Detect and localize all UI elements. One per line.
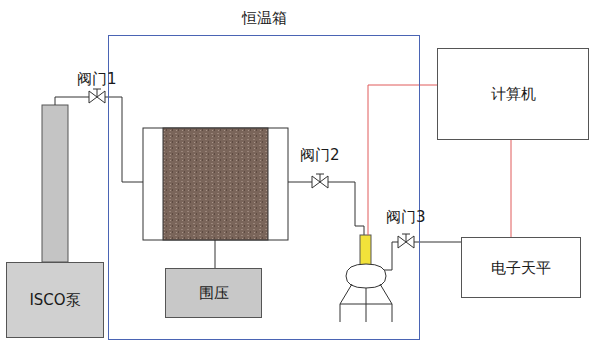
signal-wire xyxy=(368,85,437,235)
thermostat-frame: 恒温箱围压 xyxy=(108,35,420,340)
valve-label: 阀门3 xyxy=(386,208,426,226)
isco-cylinder xyxy=(42,105,68,262)
signal-wire xyxy=(511,140,512,237)
box-label: 电子天平 xyxy=(491,259,551,277)
inlet-pipe xyxy=(55,97,89,105)
outlet-pipe xyxy=(328,182,364,235)
pump-box: ISCO泵 xyxy=(6,262,104,338)
confining-line xyxy=(215,240,216,268)
frame-title: 恒温箱 xyxy=(109,9,419,27)
valve-label: 阀门1 xyxy=(77,70,117,88)
inlet-pipe xyxy=(105,97,143,182)
box-label: 围压 xyxy=(199,284,229,302)
vessel-stand xyxy=(340,284,392,322)
box-label: 计算机 xyxy=(491,85,536,103)
balance-box: 电子天平 xyxy=(461,237,581,298)
valve-symbol xyxy=(89,89,105,103)
core-holder xyxy=(143,128,288,240)
balance-pipe xyxy=(384,242,398,270)
box-label: ISCO泵 xyxy=(29,291,80,309)
outlet-pipe xyxy=(288,182,312,183)
valve-symbol xyxy=(398,234,414,248)
sensor-tube xyxy=(360,235,371,267)
core-sample xyxy=(163,128,268,240)
confining-pressure-box: 围压 xyxy=(165,268,262,318)
valve-label: 阀门2 xyxy=(300,146,340,164)
balance-pipe xyxy=(414,242,461,243)
computer-box: 计算机 xyxy=(437,48,589,140)
valve-symbol xyxy=(312,174,328,188)
